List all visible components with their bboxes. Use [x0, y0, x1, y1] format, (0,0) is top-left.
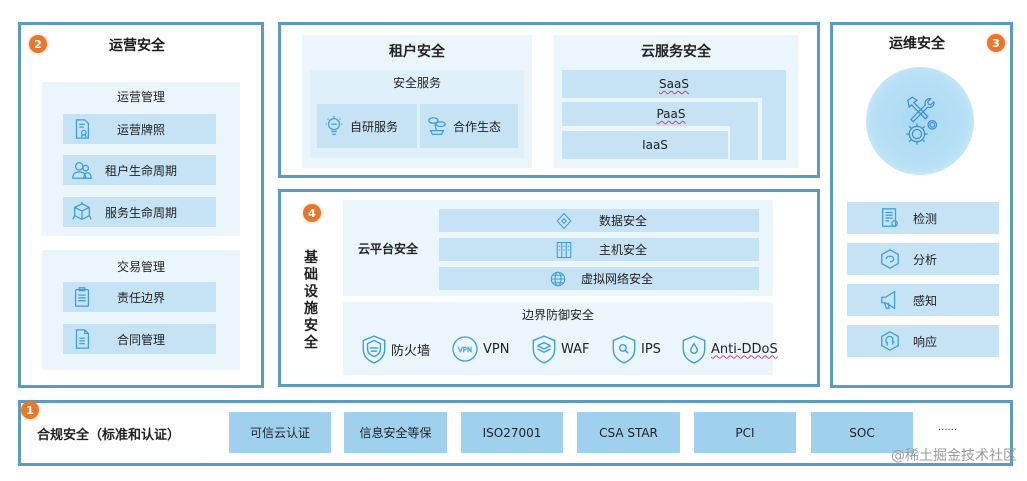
data-diamond-icon [551, 208, 577, 234]
item-label: 检测 [913, 211, 938, 226]
item-label: 合同管理 [117, 332, 166, 347]
item-label: 数据安全 [598, 214, 647, 228]
infrastructure-security-panel: 4 基础设施安全 云平台安全 数据安全 主机安全 虚拟网络安全 边界防御安全 防… [278, 189, 820, 387]
item-label: 自研服务 [350, 119, 399, 134]
maintenance-security-title: 运维安全 [889, 36, 945, 52]
watermark: @稀土掘金技术社区 [891, 448, 1017, 464]
cert-soc[interactable]: SOC [811, 412, 913, 453]
document-icon [69, 326, 95, 352]
iaas-layer[interactable]: IaaS [562, 131, 728, 159]
lightbulb-icon [321, 113, 347, 139]
cloud-platform-group: 云平台安全 数据安全 主机安全 虚拟网络安全 [343, 200, 773, 296]
item-label: 责任边界 [117, 290, 166, 305]
item-label: Anti-DDoS [711, 341, 778, 357]
item-label: 虚拟网络安全 [580, 272, 653, 286]
svg-text:VPN: VPN [458, 346, 472, 354]
item-label: 运营牌照 [117, 122, 166, 137]
infrastructure-security-title: 基础设施安全 [304, 250, 318, 351]
cert-mlps[interactable]: 信息安全等保 [344, 412, 447, 453]
analysis-hex-icon [877, 246, 903, 272]
item-response[interactable]: 响应 [847, 325, 999, 357]
head-hex-icon [877, 328, 903, 354]
item-label: 租户生命周期 [105, 163, 178, 178]
operations-management-group: 运营管理 运营牌照 租户生命周期 服务生命周期 [42, 82, 240, 236]
item-waf[interactable]: WAF [531, 334, 590, 364]
item-firewall[interactable]: 防火墙 [361, 334, 430, 364]
step-badge-1: 1 [21, 401, 39, 419]
cloud-service-security-title: 云服务安全 [641, 44, 711, 60]
cube-icon [69, 199, 95, 225]
item-host-security[interactable]: 主机安全 [439, 238, 759, 261]
item-ips[interactable]: IPS [611, 334, 661, 364]
megaphone-icon [877, 287, 903, 313]
more-certifications: ...... [938, 422, 958, 433]
ops-security-title: 运营安全 [109, 38, 165, 54]
item-label: 分析 [913, 252, 938, 267]
item-tenant-lifecycle[interactable]: 租户生命周期 [63, 155, 216, 185]
item-label: 主机安全 [598, 243, 647, 257]
security-services-group: 安全服务 自研服务 合作生态 [310, 70, 524, 158]
item-service-lifecycle[interactable]: 服务生命周期 [63, 197, 216, 227]
iaas-label: IaaS [642, 138, 668, 152]
compliance-security-title: 合规安全（标准和认证） [37, 428, 181, 443]
security-services-title: 安全服务 [392, 76, 441, 90]
item-label: VPN [483, 341, 510, 357]
license-document-icon [69, 116, 95, 142]
item-label: 防火墙 [391, 343, 431, 359]
step-badge-4: 4 [303, 204, 321, 222]
cloud-service-security-group: 云服务安全 SaaS PaaS IaaS [554, 35, 798, 168]
paas-label: PaaS [656, 107, 686, 121]
cert-iso27001[interactable]: ISO27001 [461, 412, 563, 453]
tools-gear-icon [866, 67, 974, 175]
anti-ddos-shield-icon [682, 335, 706, 364]
item-anti-ddos[interactable]: Anti-DDoS [681, 334, 778, 364]
step-badge-2: 2 [29, 35, 47, 53]
item-detection[interactable]: 检测 [847, 202, 999, 234]
users-icon [69, 157, 95, 183]
item-perception[interactable]: 感知 [847, 284, 999, 316]
step-badge-3: 3 [987, 34, 1005, 52]
cloud-platform-title: 云平台安全 [358, 242, 419, 256]
item-label: 服务生命周期 [105, 205, 178, 220]
ops-security-panel: 2 运营安全 运营管理 运营牌照 租户生命周期 服务生命周期 交易管理 责任边界… [18, 22, 264, 388]
firewall-shield-icon [362, 335, 386, 364]
transaction-management-title: 交易管理 [116, 260, 165, 274]
saas-label: SaaS [659, 77, 689, 91]
item-operation-license[interactable]: 运营牌照 [63, 114, 216, 144]
item-vpn[interactable]: VPN VPN [451, 334, 509, 364]
tenant-security-group: 租户安全 安全服务 自研服务 合作生态 [302, 35, 532, 168]
item-in-house-service[interactable]: 自研服务 [317, 104, 417, 148]
cert-csa-star[interactable]: CSA STAR [577, 412, 680, 453]
ips-shield-icon [612, 335, 636, 364]
tenant-cloud-panel: 租户安全 安全服务 自研服务 合作生态 云服务安全 SaaS PaaS IaaS [278, 22, 820, 178]
item-label: 合作生态 [453, 119, 502, 134]
item-data-security[interactable]: 数据安全 [439, 209, 759, 232]
item-analysis[interactable]: 分析 [847, 243, 999, 275]
item-contract-management[interactable]: 合同管理 [63, 324, 216, 354]
globe-icon [545, 266, 571, 292]
item-label: 响应 [913, 334, 938, 349]
vpn-icon: VPN [452, 336, 478, 362]
clipboard-icon [69, 284, 95, 310]
item-responsibility-boundary[interactable]: 责任边界 [63, 282, 216, 312]
item-label: 感知 [913, 293, 938, 308]
transaction-management-group: 交易管理 责任边界 合同管理 [42, 250, 240, 370]
operations-management-title: 运营管理 [116, 90, 165, 104]
item-label: WAF [561, 341, 590, 357]
cert-pci[interactable]: PCI [694, 412, 796, 453]
bonsai-tree-icon [424, 113, 450, 139]
item-label: IPS [641, 341, 661, 357]
boundary-defense-title: 边界防御安全 [521, 308, 594, 322]
waf-shield-icon [532, 335, 556, 364]
checklist-icon [877, 205, 903, 231]
maintenance-security-panel: 运维安全 3 检测 分析 感知 响应 [830, 22, 1013, 388]
item-virtual-network-security[interactable]: 虚拟网络安全 [439, 267, 759, 290]
item-partner-ecosystem[interactable]: 合作生态 [420, 104, 518, 148]
tenant-security-title: 租户安全 [389, 44, 445, 60]
server-icon [551, 237, 577, 263]
cert-trusted-cloud[interactable]: 可信云认证 [229, 412, 331, 453]
